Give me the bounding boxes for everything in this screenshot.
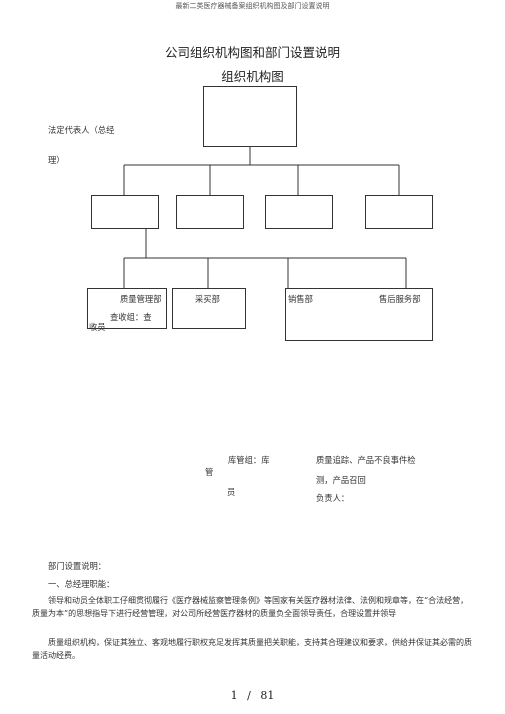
legal-rep-label-line1: 法定代表人（总经 — [48, 125, 115, 135]
level1-box-2 — [176, 195, 244, 229]
page-number: 1 / 81 — [0, 689, 505, 702]
legal-rep-label-line2: 理） — [48, 155, 65, 165]
label-aftersales-dept: 售后服务部 — [379, 294, 421, 304]
chart-title: 组织机构图 — [221, 69, 284, 84]
quality-trace-line1: 质量追踪、产品不良事件检 — [316, 455, 416, 465]
section-title-dept-setup: 部门设置说明： — [48, 561, 107, 571]
paragraph-1: 领导和动员全体职工仔细贯彻履行《医疗器械监察管理条例》等国家有关医疗器材法律、法… — [32, 596, 469, 618]
label-purchase-dept: 采买部 — [195, 294, 220, 304]
level1-box-4 — [365, 195, 433, 229]
warehouse-group-line3: 员 — [227, 487, 236, 497]
label-quality-dept: 质量管理部 — [120, 294, 162, 304]
level1-box-3 — [265, 195, 333, 229]
page-separator: / — [247, 689, 251, 702]
box-purchase-dept — [172, 288, 246, 329]
top-box-general-manager — [203, 86, 297, 147]
box-quality-dept — [87, 288, 167, 329]
box-sales-aftersales — [285, 288, 433, 341]
check-group-line1: 查收组：查 — [110, 312, 152, 322]
paragraph-2: 质量组织机构，保证其独立、客观地履行职权充足发挥其质量把关职能，支持其合理建议和… — [32, 638, 472, 660]
check-group-line2: 收员 — [89, 322, 106, 332]
quality-trace-line3: 负责人： — [316, 493, 350, 503]
running-header: 最新二类医疗器械备案组织机构图及部门设置说明 — [175, 2, 330, 10]
item-general-manager-duties: 一、总经理职能： — [48, 579, 115, 589]
document-title: 公司组织机构图和部门设置说明 — [164, 45, 340, 60]
warehouse-group-line2: 管 — [205, 467, 214, 477]
quality-trace-line2: 测，产品召回 — [316, 475, 366, 485]
page-current: 1 — [230, 689, 238, 702]
warehouse-group-line1: 库管组：库 — [228, 455, 270, 465]
page-total: 81 — [260, 689, 275, 702]
level1-box-1 — [91, 195, 159, 229]
label-sales-dept: 销售部 — [288, 294, 313, 304]
